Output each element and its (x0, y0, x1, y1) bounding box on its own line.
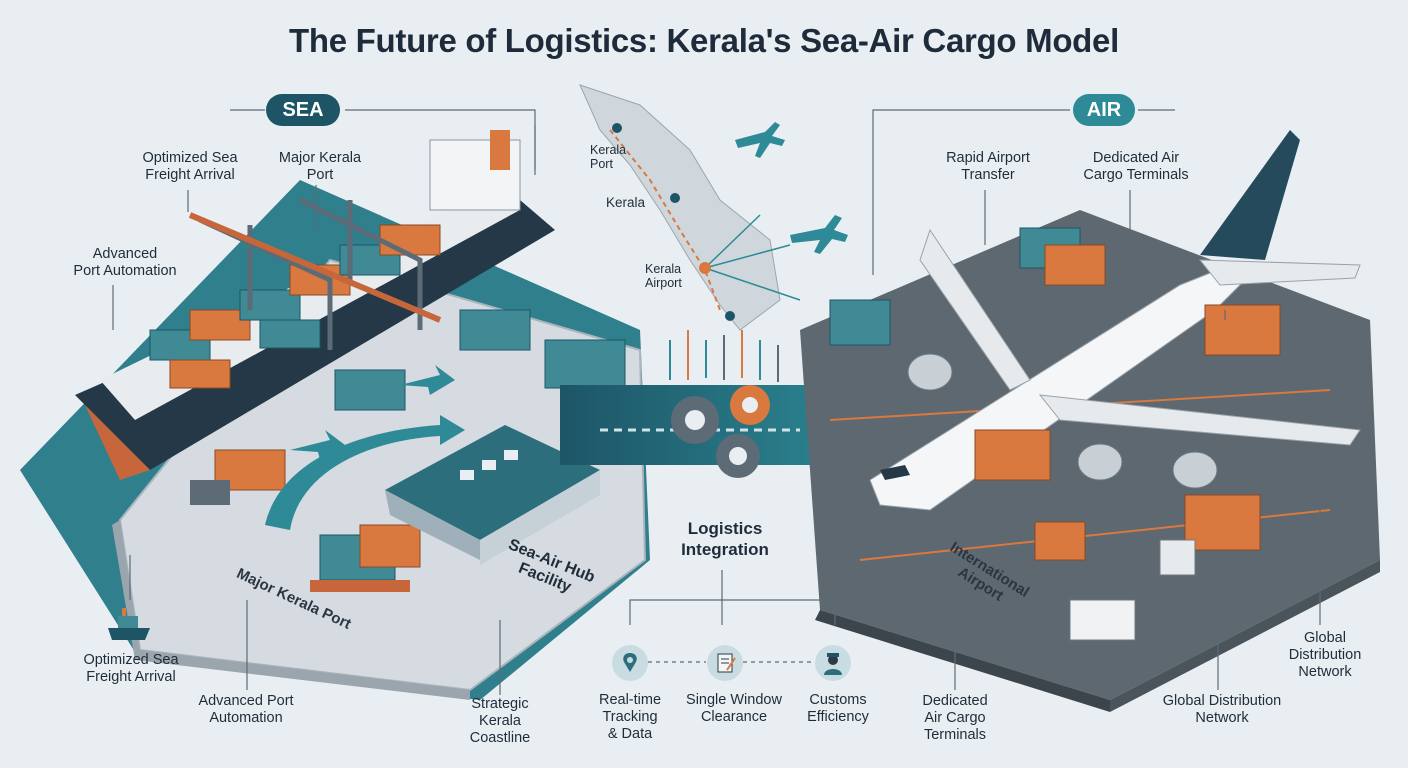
label-advanced-port-automation-bottom: Advanced Port Automation (198, 693, 294, 726)
label-rapid-airport-transfer: Rapid Airport Transfer (946, 150, 1030, 183)
kerala-airport-pin-icon (699, 262, 711, 274)
air-badge: AIR (1073, 94, 1135, 126)
label-advanced-port-automation-top: Advanced Port Automation (73, 246, 177, 279)
sea-flow-arrows (265, 365, 465, 530)
label-dedicated-air-cargo-top: Dedicated Air Cargo Terminals (1083, 150, 1189, 183)
air-cargo-units (829, 227, 1281, 641)
kerala-map (579, 84, 848, 331)
sea-badge: SEA (266, 94, 340, 126)
customs-officer-icon (815, 645, 851, 681)
location-pin-icon (612, 645, 648, 681)
label-global-distribution-bottom: Global Distribution Network (1162, 693, 1282, 726)
logistics-integration-title: Logistics Integration (681, 519, 769, 559)
map-label-kerala: Kerala (606, 195, 646, 210)
page-title: The Future of Logistics: Kerala's Sea-Ai… (289, 22, 1119, 59)
sea-air-hub-warehouse (385, 425, 600, 565)
label-dedicated-air-cargo-bottom: Dedicated Air Cargo Terminals (922, 693, 988, 743)
quay-containers (190, 309, 626, 592)
callout-lines (112, 109, 1321, 695)
map-label-kerala-port: Kerala Port (590, 143, 627, 171)
plane-icon (790, 215, 848, 254)
document-pen-icon (707, 645, 743, 681)
plane-icon (735, 122, 785, 158)
gears-icon (671, 385, 770, 478)
label-strategic-kerala-coastline: Strategic Kerala Coastline (469, 696, 531, 746)
label-optimized-sea-freight-top: Optimized Sea Freight Arrival (142, 150, 238, 183)
kerala-pin-icon (670, 193, 680, 203)
feature-label-tracking: Real-time Tracking & Data (598, 692, 662, 742)
port-cranes (188, 197, 442, 350)
feature-label-customs: Customs Efficiency (807, 692, 869, 725)
data-signal-lines (669, 330, 779, 382)
small-ship-icon (108, 608, 150, 640)
kerala-port-pin-icon (612, 123, 622, 133)
map-label-kerala-airport: Kerala Airport (645, 262, 682, 290)
label-optimized-sea-freight-bottom: Optimized Sea Freight Arrival (83, 652, 179, 685)
label-major-kerala-port-top: Major Kerala Port (278, 150, 362, 183)
label-global-distribution-right: Global Distribution Network (1288, 630, 1362, 680)
feature-label-single-window: Single Window Clearance (686, 692, 782, 725)
cargo-airplane (869, 130, 1361, 511)
